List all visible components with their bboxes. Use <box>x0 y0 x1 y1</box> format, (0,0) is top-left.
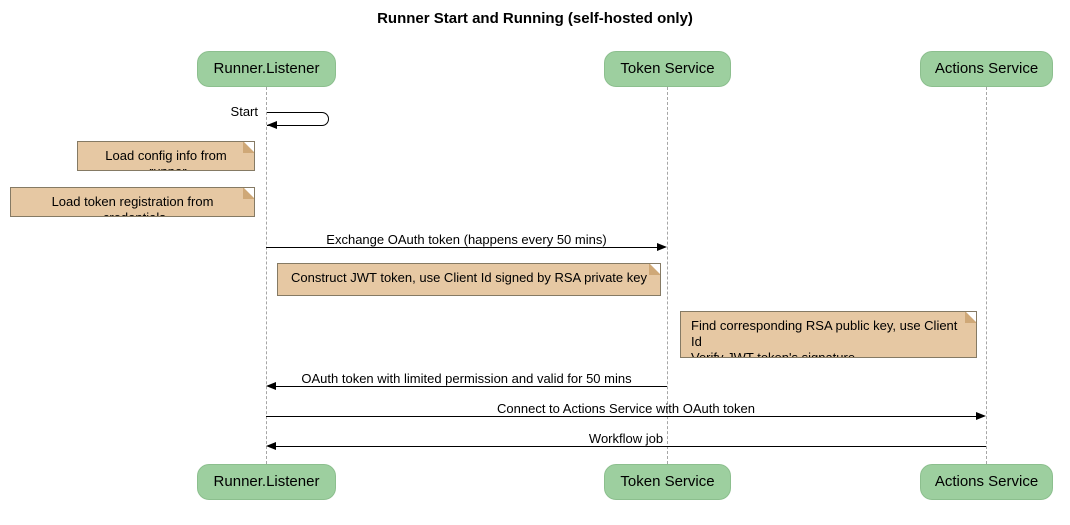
lifeline-token-service <box>667 87 668 464</box>
self-message-start-loop <box>267 112 329 126</box>
note-verify-jwt-line-1: Find corresponding RSA public key, use C… <box>691 318 958 349</box>
participant-token-service-top: Token Service <box>604 51 731 87</box>
participant-actions-service-bottom: Actions Service <box>920 464 1053 500</box>
message-oauth-token-line <box>276 386 667 387</box>
arrowhead-left-icon <box>267 121 277 129</box>
arrowhead-left-icon <box>266 442 276 450</box>
note-verify-jwt: Find corresponding RSA public key, use C… <box>680 311 977 358</box>
note-verify-jwt-line-2: Verify JWT token's signature <box>691 350 856 358</box>
message-exchange-oauth-line <box>266 247 657 248</box>
note-load-token-registration: Load token registration from .credential… <box>10 187 255 217</box>
lifeline-actions-service <box>986 87 987 464</box>
participant-runner-listener-top: Runner.Listener <box>197 51 336 87</box>
diagram-title: Runner Start and Running (self-hosted on… <box>377 10 693 27</box>
lifeline-runner-listener <box>266 87 267 464</box>
message-connect-actions-line <box>266 416 976 417</box>
note-load-config: Load config info from .runner <box>77 141 255 171</box>
note-construct-jwt: Construct JWT token, use Client Id signe… <box>277 263 661 296</box>
message-exchange-oauth-label: Exchange OAuth token (happens every 50 m… <box>326 232 607 247</box>
participant-runner-listener-bottom: Runner.Listener <box>197 464 336 500</box>
message-connect-actions-label: Connect to Actions Service with OAuth to… <box>497 401 755 416</box>
message-workflow-job-label: Workflow job <box>588 431 664 446</box>
self-message-start-label: Start <box>230 104 258 119</box>
participant-token-service-bottom: Token Service <box>604 464 731 500</box>
arrowhead-right-icon <box>976 412 986 420</box>
message-oauth-token-label: OAuth token with limited permission and … <box>301 371 632 386</box>
arrowhead-right-icon <box>657 243 667 251</box>
participant-actions-service-top: Actions Service <box>920 51 1053 87</box>
arrowhead-left-icon <box>266 382 276 390</box>
message-workflow-job-line <box>276 446 986 447</box>
